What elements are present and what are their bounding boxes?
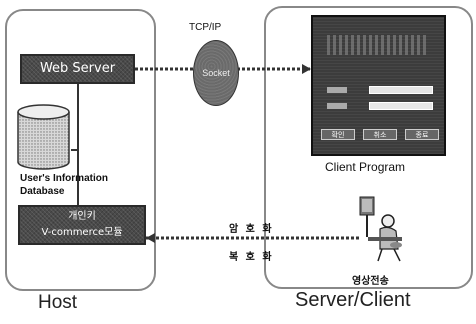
encrypt-label: 암 호 화 [229,224,274,235]
server-client-label: Server/Client [295,289,411,311]
host-panel [5,9,156,291]
database-icon [17,104,70,170]
user-at-computer-icon [359,196,402,262]
client-program-label: Client Program [325,160,406,174]
field-label-2 [327,103,347,109]
client-input-2[interactable] [369,102,433,110]
database-label: User's Information Database [20,173,108,197]
vcommerce-module-box: 개인키 V-commerce모듈 [18,205,146,245]
client-arrowhead [302,64,311,74]
field-label-1 [327,87,347,93]
web-server-label: Web Server [39,61,116,76]
client-button-1[interactable]: 확인 [321,129,355,140]
server-client-panel [264,6,473,289]
web-server-box: Web Server [20,54,135,84]
decrypt-label: 복 호 화 [229,252,274,263]
client-program-window: 확인 취소 종료 [311,15,446,156]
user-label: 영상전송 [352,276,389,287]
protocol-label: TCP/IP [189,22,222,33]
client-input-1[interactable] [369,86,433,94]
socket-node: Socket [193,40,239,106]
host-label: Host [38,292,78,313]
window-title-text [327,35,427,55]
module-arrowhead [146,233,155,243]
client-button-2[interactable]: 취소 [363,129,397,140]
module-label-line2: V-commerce모듈 [41,227,123,238]
module-label-line1: 개인키 [68,211,96,222]
client-button-3[interactable]: 종료 [405,129,439,140]
socket-label: Socket [202,68,230,78]
